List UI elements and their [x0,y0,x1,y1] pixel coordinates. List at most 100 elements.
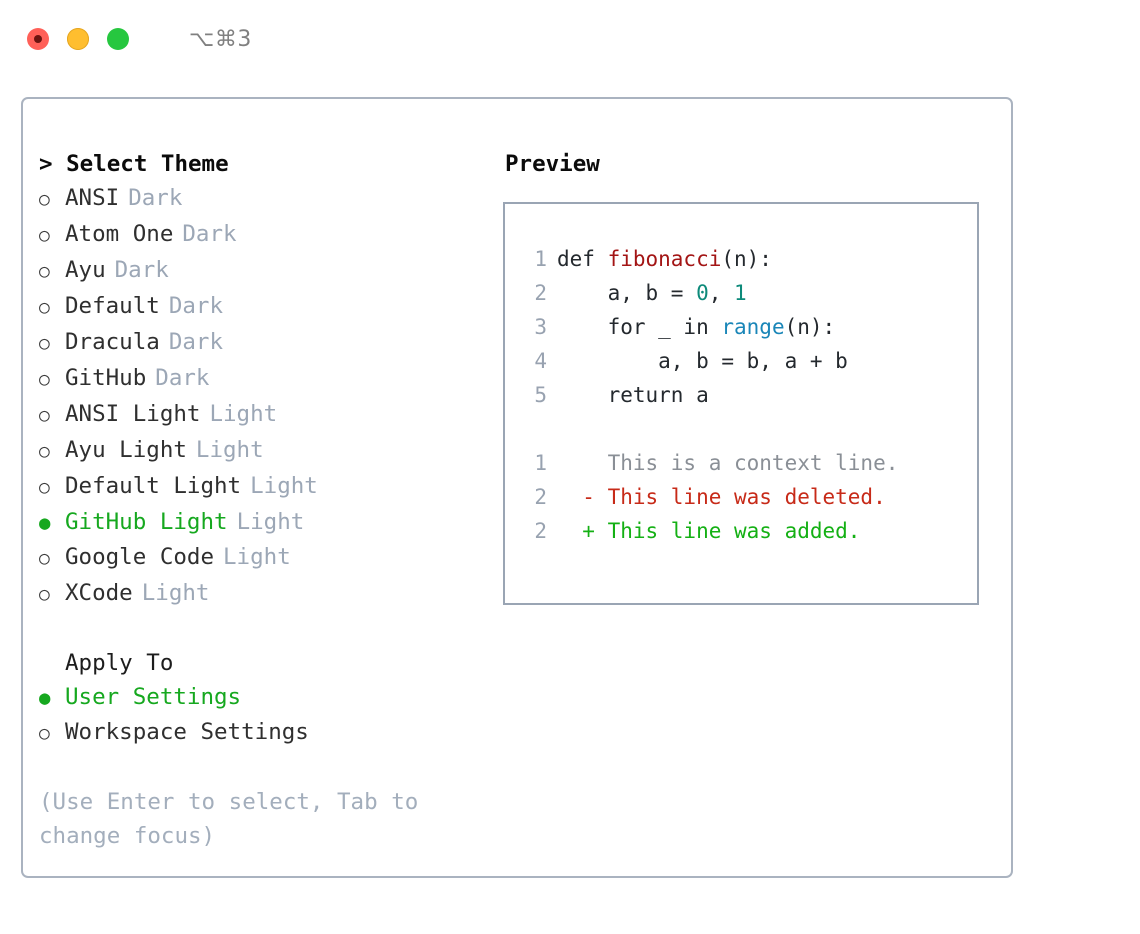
radio-unselected-icon: ○ [39,297,50,318]
line-number: 1 [534,451,547,475]
minimize-button-icon[interactable] [67,28,89,50]
code-blank-line [523,412,977,446]
theme-option-label: GitHub [65,365,147,391]
radio-unselected-icon: ○ [39,333,50,354]
theme-variant-badge: Light [223,544,291,570]
theme-option-label: GitHub Light [65,509,228,535]
code-token: for _ in [607,315,722,339]
theme-option-label: Ayu [65,257,106,283]
code-token: def [557,247,608,271]
help-text: (Use Enter to select, Tab to change focu… [39,789,419,849]
code-token: , [708,281,735,305]
line-number: 5 [534,383,547,407]
theme-option-default-light[interactable]: ○ Default Light Light [39,469,493,505]
diff-line-ctx: 1 This is a context line. [523,446,977,480]
line-number: 2 [534,519,547,543]
maximize-button-icon[interactable] [107,28,129,50]
apply-to-option-label: User Settings [65,684,242,710]
line-number: 3 [534,315,547,339]
theme-option-google-code[interactable]: ○ Google Code Light [39,540,493,576]
theme-variant-badge: Light [141,580,210,606]
apply-to-option-user-settings[interactable]: ● User Settings [39,680,493,715]
radio-unselected-icon: ○ [39,369,50,390]
traffic-light-buttons [27,28,129,50]
code-token: 0 [696,281,709,305]
radio-unselected-icon: ○ [39,477,50,498]
radio-unselected-icon: ○ [39,405,50,426]
code-token: 1 [734,281,747,305]
theme-option-label: ANSI Light [65,401,201,427]
theme-option-github-light[interactable]: ● GitHub Light Light [39,505,493,540]
code-token: range [721,315,785,339]
line-number: 1 [534,247,547,271]
theme-variant-badge: Light [195,437,264,463]
close-button-icon[interactable] [27,28,49,50]
radio-unselected-icon: ○ [39,723,50,744]
theme-option-label: Google Code [65,544,215,570]
titlebar: ⌥⌘3 [0,0,1140,78]
diff-line-text: This is a context line. [557,451,899,475]
theme-option-default[interactable]: ○ Default Dark [39,289,493,325]
caret-icon: > [39,151,53,177]
keyboard-shortcut-label: ⌥⌘3 [189,26,252,52]
theme-variant-badge: Dark [168,293,224,319]
theme-option-atom-one[interactable]: ○ Atom One Dark [39,217,493,253]
radio-selected-icon: ● [39,687,51,709]
apply-to-heading-text: Apply To [65,650,174,676]
code-token: fibonacci [607,247,722,271]
theme-option-label: Default [65,293,160,319]
theme-variant-badge: Dark [182,221,237,247]
theme-variant-badge: Light [236,509,305,535]
theme-variant-badge: Light [209,401,278,427]
apply-to-marker-spacer: ○ [39,646,65,680]
radio-unselected-icon: ○ [39,548,50,569]
code-line: 1 def fibonacci(n): [523,242,977,276]
theme-option-label: Default Light [65,473,242,499]
diff-line-add: 2 + This line was added. [523,514,977,548]
theme-option-label: Dracula [65,329,160,355]
radio-unselected-icon: ○ [39,584,50,605]
code-line: 5 return a [523,378,977,412]
code-token: a, b = b, a + b [658,349,848,373]
apply-to-list[interactable]: ● User Settings ○Workspace Settings [39,680,493,751]
code-line: 4 a, b = b, a + b [523,344,977,378]
radio-unselected-icon: ○ [39,225,50,246]
theme-variant-badge: Dark [114,257,169,283]
apply-to-option-workspace-settings[interactable]: ○Workspace Settings [39,715,493,751]
theme-option-label: Atom One [65,221,174,247]
line-number: 2 [534,485,547,509]
theme-option-xcode[interactable]: ○ XCode Light [39,576,493,612]
theme-option-ansi-light[interactable]: ○ ANSI Light Light [39,397,493,433]
diff-line-text: + This line was added. [557,519,861,543]
code-token: (n): [721,247,772,271]
code-token: return a [607,383,709,407]
theme-option-dracula[interactable]: ○ Dracula Dark [39,325,493,361]
diff-sample: 1 This is a context line.2 - This line w… [523,446,977,548]
diff-line-text: - This line was deleted. [557,485,886,509]
radio-selected-icon: ● [39,512,51,534]
theme-variant-badge: Light [250,473,318,499]
diff-line-del: 2 - This line was deleted. [523,480,977,514]
code-line: 3 for _ in range(n): [523,310,977,344]
theme-variant-badge: Dark [168,329,224,355]
line-number: 4 [534,349,547,373]
code-line: 2 a, b = 0, 1 [523,276,977,310]
page-title-text: Select Theme [66,151,229,177]
list-spacer [39,612,493,646]
radio-unselected-icon: ○ [39,189,50,210]
page-title: > Select Theme [39,147,493,181]
theme-option-label: ANSI [65,185,120,211]
theme-option-label: XCode [65,580,133,606]
radio-unselected-icon: ○ [39,441,50,462]
